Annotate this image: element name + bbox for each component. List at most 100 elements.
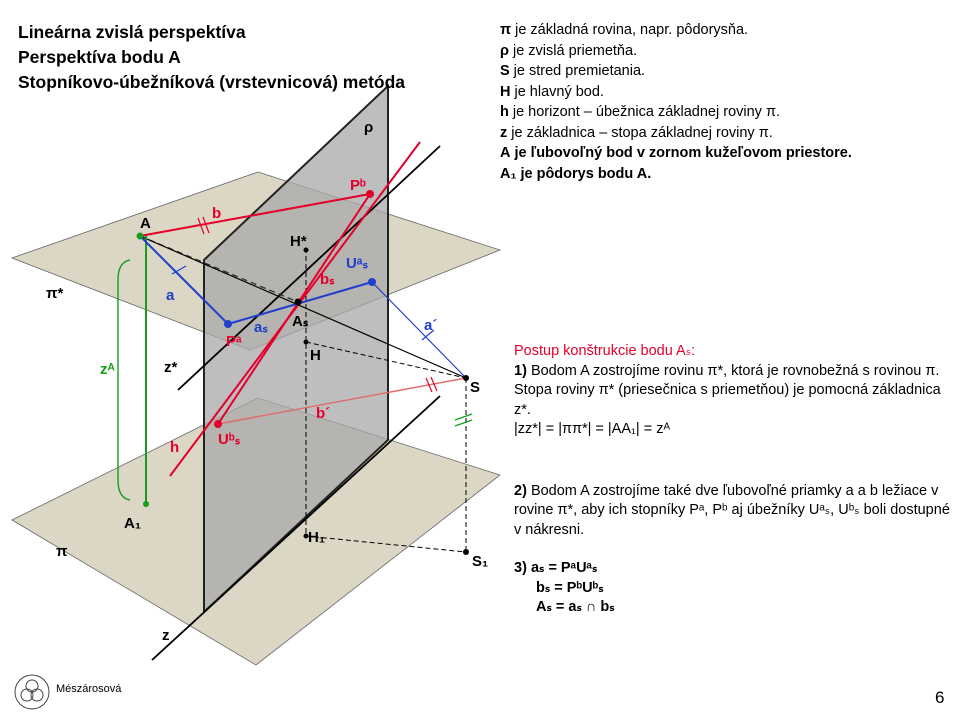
legend-text: je zvislá priemetňa. xyxy=(512,42,638,59)
label-S: S xyxy=(470,379,480,396)
projector-A-S xyxy=(139,235,467,379)
point-H-star xyxy=(303,247,309,253)
step-3-b: bₛ = PᵇUᵇₛ xyxy=(536,579,604,596)
legend-symbol: S xyxy=(500,63,510,79)
principal-ray xyxy=(305,341,467,379)
step-number: 1) xyxy=(514,362,527,379)
legend-text: je horizont – úbežnica základnej roviny … xyxy=(512,104,780,120)
label-As: Aₛ xyxy=(292,313,309,330)
legend-text: je ľubovoľný bod v zornom kužeľovom prie… xyxy=(514,145,852,161)
legend-symbol: A xyxy=(500,145,511,161)
label-Ubs: Uᵇₛ xyxy=(218,431,241,448)
point-S1 xyxy=(463,549,469,555)
step-1-equation: |zz*| = |ππ*| = |AA₁| = zᴬ xyxy=(514,421,671,437)
title-line-3: Stopníkovo-úbežníková (vrstevnicová) met… xyxy=(18,72,406,92)
legend-symbol: A₁ xyxy=(500,165,517,182)
legend-text: je základná rovina, napr. pôdorysňa. xyxy=(515,22,749,38)
line-bs xyxy=(217,193,371,425)
legend-text: je stred premietania. xyxy=(513,63,646,79)
equal-ticks-green xyxy=(454,413,473,427)
author-logo-icon xyxy=(14,674,50,710)
label-a-prime: a´ xyxy=(424,317,437,334)
step-number: 3) xyxy=(514,560,527,576)
label-Pb: Pᵇ xyxy=(350,177,366,194)
legend-symbol: h xyxy=(500,104,509,120)
height-bracket xyxy=(117,259,131,501)
point-A xyxy=(136,232,144,240)
label-H1: H₁ xyxy=(308,529,325,546)
line-a-prime xyxy=(371,281,467,379)
label-A1: A₁ xyxy=(124,515,141,532)
line-b-prime xyxy=(217,377,467,425)
label-a: a xyxy=(166,287,175,304)
label-Pa: Pᵃ xyxy=(226,333,242,350)
title-line-2: Perspektíva bodu A xyxy=(18,47,181,67)
label-zA: zᴬ xyxy=(100,361,116,378)
point-Pb xyxy=(366,190,374,198)
label-z: z xyxy=(162,627,170,644)
picture-plane-rho xyxy=(203,83,389,615)
label-rho: ρ xyxy=(364,119,373,136)
step-2: 2) Bodom A zostrojíme také dve ľubovoľné… xyxy=(514,482,954,541)
point-Ubs xyxy=(214,420,222,428)
step-3-c-line: Aₛ = aₛ ∩ bₛ xyxy=(514,598,954,618)
legend-text: je základnica – stopa základnej roviny π… xyxy=(511,124,773,141)
step-3: 3) aₛ = PᵃUᵃₛ xyxy=(514,559,954,579)
point-H1 xyxy=(303,533,309,539)
parallel-ticks-blue xyxy=(171,265,435,341)
step-text: Bodom A zostrojíme rovinu π*, ktorá je r… xyxy=(514,362,941,418)
baseline-z-star xyxy=(177,145,441,391)
ground-ray xyxy=(305,535,467,553)
point-Uas xyxy=(368,278,376,286)
step-number: 2) xyxy=(514,482,527,499)
label-Uas: Uᵃₛ xyxy=(346,255,368,272)
title-line-1: Lineárna zvislá perspektíva xyxy=(18,22,246,42)
point-Pa xyxy=(224,320,232,328)
label-pi-star: π* xyxy=(46,285,63,302)
title-block: Lineárna zvislá perspektíva Perspektíva … xyxy=(18,20,405,95)
label-S1: S₁ xyxy=(472,553,488,570)
point-As xyxy=(294,298,302,306)
step-3-c: Aₛ = aₛ ∩ bₛ xyxy=(536,599,615,615)
page-number: 6 xyxy=(935,688,945,707)
legend-symbol: H xyxy=(500,83,511,100)
author-name: Mészárosová xyxy=(56,683,122,695)
legend-symbol: ρ xyxy=(500,42,509,59)
label-H-star: H* xyxy=(290,233,307,250)
point-H xyxy=(303,339,309,345)
dashed-projector xyxy=(139,235,299,303)
label-pi: π xyxy=(56,543,68,560)
legend-text: je pôdorys bodu A. xyxy=(520,165,652,182)
label-h: h xyxy=(170,439,179,456)
line-a xyxy=(139,235,229,325)
parallel-ticks xyxy=(197,216,438,393)
legend-symbol: z xyxy=(500,124,508,141)
step-text: Bodom A zostrojíme také dve ľubovoľné pr… xyxy=(514,482,950,538)
procedure-heading: Postup konštrukcie bodu Aₛ: xyxy=(514,343,696,359)
label-H: H xyxy=(310,347,321,364)
label-bs: bₛ xyxy=(320,271,335,288)
step-3-a: aₛ = PᵃUᵃₛ xyxy=(530,560,598,576)
label-A: A xyxy=(140,215,151,232)
baseline-z xyxy=(151,395,441,661)
step-3-b-line: bₛ = PᵇUᵇₛ xyxy=(514,579,954,599)
label-z-star: z* xyxy=(164,359,178,376)
point-S xyxy=(463,375,469,381)
point-A1 xyxy=(143,501,149,507)
label-b: b xyxy=(212,205,221,222)
procedure: Postup konštrukcie bodu Aₛ: 1) Bodom A z… xyxy=(514,342,954,618)
label-b-prime: b´ xyxy=(316,405,330,422)
legend-symbol: π xyxy=(500,22,512,38)
label-as: aₛ xyxy=(254,319,268,336)
step-1: 1) Bodom A zostrojíme rovinu π*, ktorá j… xyxy=(514,362,954,421)
